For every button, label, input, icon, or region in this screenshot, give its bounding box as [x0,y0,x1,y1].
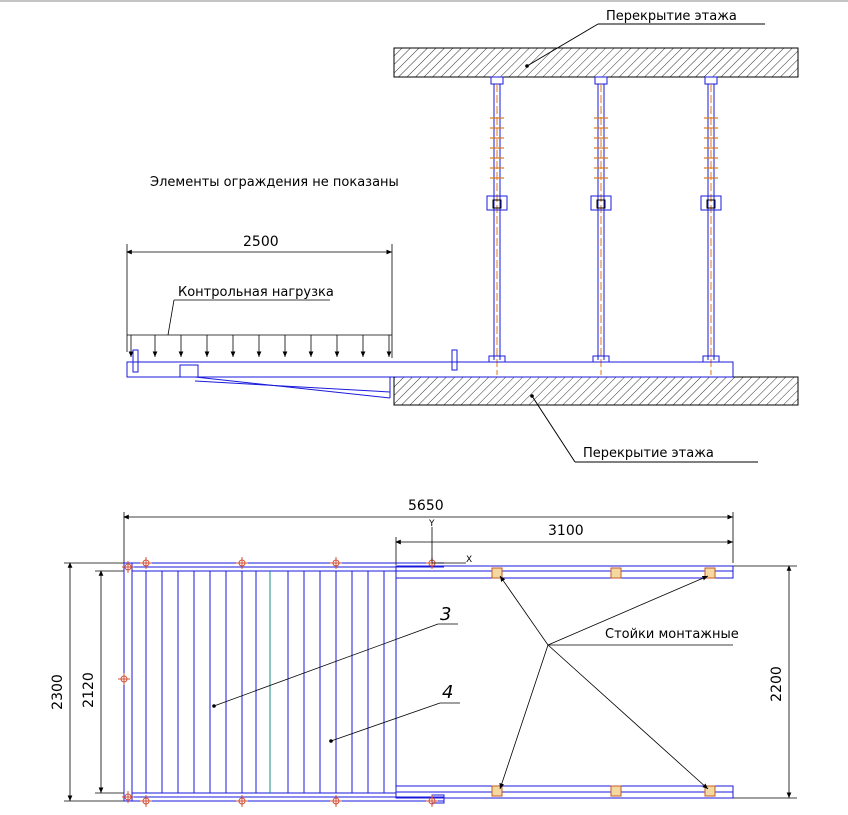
lower-slab-callout: Перекрытие этажа [530,394,758,463]
dimension-slab-length: 3100 [395,523,733,565]
control-load-label: Контрольная нагрузка [178,285,334,300]
dimension-slab-length-value: 3100 [548,523,584,539]
shore-prop [486,76,508,375]
dimension-width-inner-value: 2120 [81,672,97,708]
callout-item-4: 4 [329,682,460,743]
props-callout: Стойки монтажные [499,575,739,790]
callout-item-3-number: 3 [440,604,451,625]
callout-item-4-number: 4 [442,682,453,703]
dimension-width-props-value: 2200 [769,666,785,702]
upper-floor-slab [393,47,799,78]
lower-floor-slab [393,376,799,406]
shore-prop [700,76,722,375]
prop-markers-plan [491,567,716,797]
fastener-markers [118,557,438,807]
dimension-load-span-value: 2500 [243,234,279,250]
lower-slab-label: Перекрытие этажа [583,446,714,461]
fence-note: Элементы ограждения не показаны [150,175,399,190]
dimension-width-inner: 2120 [81,570,124,794]
dimension-width-outer: 2300 [50,562,124,802]
dimension-total-length: 5650 [123,498,734,563]
upper-slab-label: Перекрытие этажа [606,9,737,24]
ucs-axis-icon: Y X [428,519,472,565]
ucs-x-label: X [466,555,472,565]
shore-prop [590,76,612,375]
ucs-y-label: Y [428,519,435,529]
support-beams-plan [395,565,734,804]
dimension-total-length-value: 5650 [408,498,444,514]
upper-slab-callout: Перекрытие этажа [525,9,765,68]
dimension-width-props: 2200 [733,565,797,799]
platform-deck-plan [123,562,444,802]
callout-item-3: 3 [212,604,458,708]
platform-elevation [126,349,734,399]
props-label: Стойки монтажные [605,627,739,642]
control-load: Контрольная нагрузка [127,285,392,357]
dimension-load-span: 2500 [126,234,393,358]
dimension-width-outer-value: 2300 [50,674,66,710]
deck-boards [145,571,397,793]
shore-props-elevation [486,76,722,375]
